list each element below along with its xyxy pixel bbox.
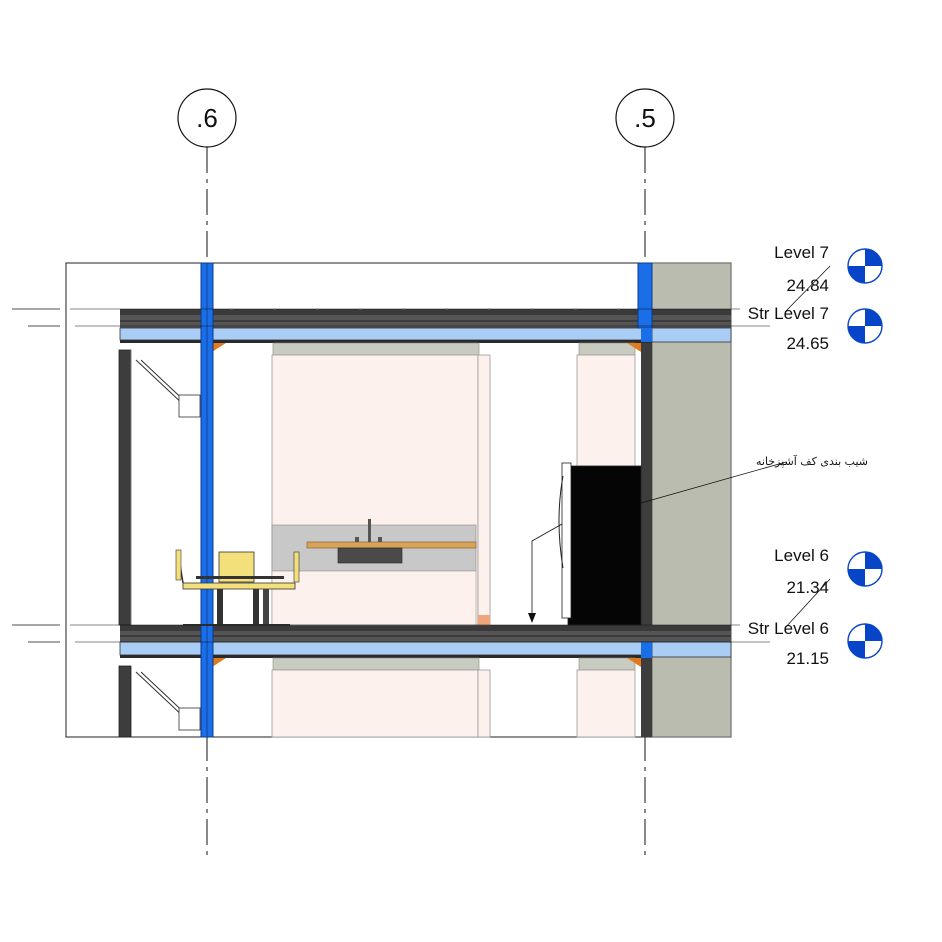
toe-kick xyxy=(478,615,490,625)
level6-name: Level 6 xyxy=(774,546,829,565)
countertop xyxy=(306,541,477,549)
str-level7-name: Str Level 7 xyxy=(748,304,829,323)
window-operator xyxy=(135,671,201,731)
steel-column-right xyxy=(641,328,652,342)
annotation-arrow xyxy=(531,523,563,622)
soffit xyxy=(272,342,480,356)
grid-bubble-left-label: .6 xyxy=(196,103,218,133)
level6-value: 21.34 xyxy=(786,578,829,597)
str-level6-name: Str Level 6 xyxy=(748,619,829,638)
soffit xyxy=(578,657,636,671)
faucet xyxy=(368,519,371,542)
level7-name: Level 7 xyxy=(774,243,829,262)
level-leader xyxy=(784,265,831,313)
grid-bubble-right-label: .5 xyxy=(634,103,656,133)
cabinet-side-panel-below xyxy=(477,669,491,738)
str-level7-value: 24.65 xyxy=(786,334,829,353)
str-level6-value: 21.15 xyxy=(786,649,829,668)
soffit xyxy=(578,342,636,356)
dining-set xyxy=(175,549,300,626)
arrow-head xyxy=(528,613,536,623)
tall-cabinet-below xyxy=(271,669,479,738)
level-marker-icon xyxy=(847,551,883,587)
cabinet-lower xyxy=(271,570,477,626)
bracket xyxy=(212,343,226,352)
floor-slope-note: شیب بندی کف آشپزخانه xyxy=(756,454,868,468)
tall-cabinet-right xyxy=(576,354,636,471)
faucet-knob xyxy=(355,537,359,542)
steel-column-right xyxy=(641,642,652,658)
level-marker-icon xyxy=(847,248,883,284)
bracket xyxy=(627,343,641,352)
sink-basin xyxy=(337,547,403,564)
level7-value: 24.84 xyxy=(786,276,829,295)
wall-inner-face xyxy=(641,328,652,737)
facade-mullion xyxy=(118,349,132,626)
annotation-leader xyxy=(640,461,787,504)
facade-mullion xyxy=(118,665,132,738)
refrigerator-handle xyxy=(558,475,564,569)
bracket xyxy=(212,658,226,667)
floor-slab-level6 xyxy=(119,625,732,658)
soffit xyxy=(272,657,480,671)
faucet-knob xyxy=(378,537,382,542)
level-marker-icon xyxy=(847,308,883,344)
level-leader xyxy=(784,578,831,629)
level-marker-icon xyxy=(847,623,883,659)
tall-cabinet-right-below xyxy=(576,669,636,738)
window-operator xyxy=(135,359,201,418)
steel-column-right xyxy=(637,262,653,329)
bracket xyxy=(627,658,641,667)
cabinet-side-panel xyxy=(477,354,491,626)
refrigerator xyxy=(567,465,642,626)
refrigerator-door xyxy=(561,462,572,619)
